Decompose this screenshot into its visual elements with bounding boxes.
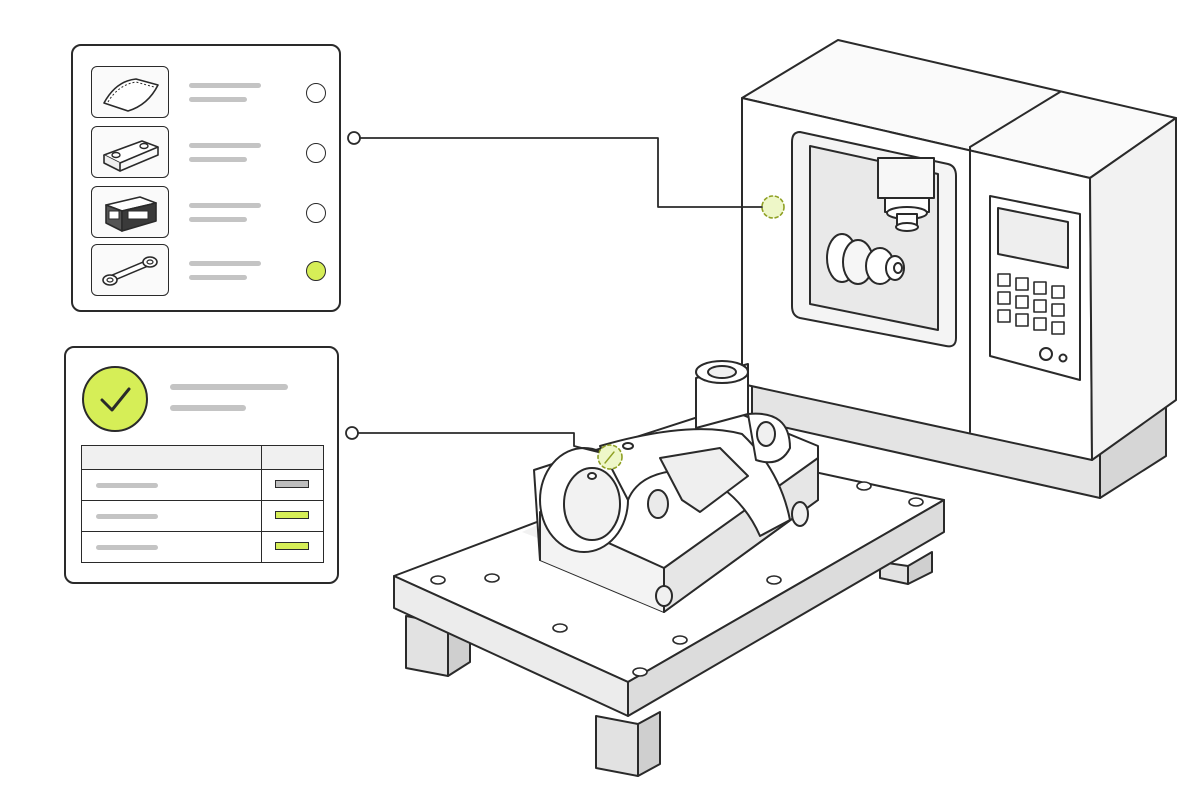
part-option-enclosure[interactable] — [91, 186, 331, 242]
option-sublabel-placeholder — [189, 97, 247, 102]
cell-placeholder — [96, 545, 158, 550]
bracket-plate-icon — [91, 126, 169, 178]
result-subtitle-placeholder — [170, 405, 246, 411]
status-badge — [82, 366, 148, 432]
inspection-result-panel — [64, 346, 339, 584]
electronics-box-icon — [91, 186, 169, 238]
radio-button[interactable] — [306, 83, 326, 103]
sheet-panel-icon — [91, 66, 169, 118]
option-sublabel-placeholder — [189, 157, 247, 162]
table-header — [82, 446, 323, 470]
radio-button-selected[interactable] — [306, 261, 326, 281]
cell-placeholder — [96, 483, 158, 488]
radio-button[interactable] — [306, 203, 326, 223]
row-status-chip — [275, 542, 309, 550]
option-label-placeholder — [189, 143, 261, 148]
row-status-chip — [275, 480, 309, 488]
cnc-machine — [741, 39, 1177, 499]
checkmark-icon — [100, 387, 131, 412]
option-sublabel-placeholder — [189, 217, 247, 222]
table-row[interactable] — [82, 501, 323, 532]
column-divider — [261, 446, 263, 562]
result-table — [81, 445, 324, 563]
option-label-placeholder — [189, 203, 261, 208]
result-title-placeholder — [170, 384, 288, 390]
table-row[interactable] — [82, 470, 323, 501]
part-option-bracket[interactable] — [91, 126, 331, 182]
cell-placeholder — [96, 514, 158, 519]
radio-button[interactable] — [306, 143, 326, 163]
part-option-link-arm[interactable] — [91, 244, 331, 300]
option-sublabel-placeholder — [189, 275, 247, 280]
part-selector-panel — [71, 44, 341, 312]
option-label-placeholder — [189, 261, 261, 266]
row-status-chip — [275, 511, 309, 519]
table-row[interactable] — [82, 532, 323, 562]
callout-connectors — [345, 131, 763, 453]
option-label-placeholder — [189, 83, 261, 88]
link-arm-icon — [91, 244, 169, 296]
part-option-sheet[interactable] — [91, 66, 331, 122]
machined-part — [522, 360, 819, 613]
